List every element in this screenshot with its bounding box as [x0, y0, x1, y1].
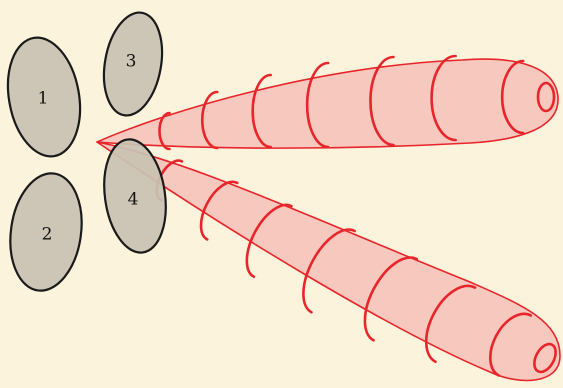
plate-3-label: 3 — [126, 52, 137, 72]
plate-1: 1 — [0, 32, 89, 162]
plate-4: 4 — [97, 135, 172, 256]
plate-2-label: 2 — [42, 225, 53, 245]
beam-lower-outline — [97, 142, 560, 380]
plate-4-label: 4 — [128, 190, 139, 210]
beam-upper-outline — [97, 59, 558, 148]
plate-1-label: 1 — [38, 89, 49, 109]
beam-upper — [97, 56, 558, 149]
beam-lower — [97, 142, 560, 380]
plate-3: 3 — [96, 8, 169, 120]
plate-2: 2 — [3, 169, 89, 296]
